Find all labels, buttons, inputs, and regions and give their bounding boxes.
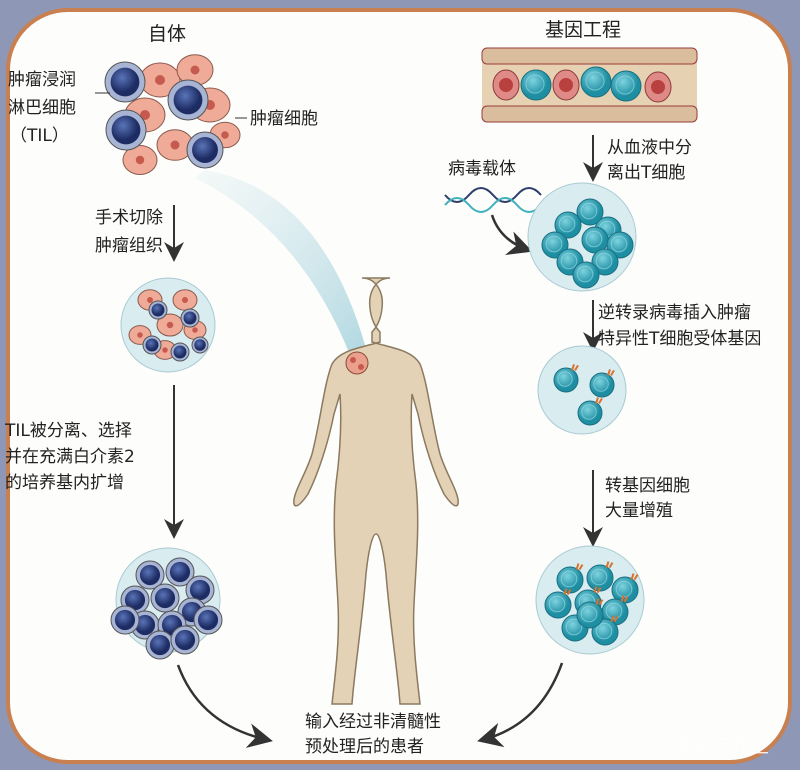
tumor-site bbox=[345, 351, 369, 375]
til-cell bbox=[150, 583, 180, 613]
t-cell bbox=[572, 261, 600, 289]
step-isolate-line2: 离出T细胞 bbox=[607, 163, 685, 183]
arrow-infuse-right bbox=[477, 662, 564, 748]
til-label-line3: （TIL） bbox=[10, 126, 69, 146]
outcome-line2: 预处理后的患者 bbox=[305, 737, 424, 757]
t-cell bbox=[576, 198, 604, 226]
tumor-cell bbox=[172, 289, 198, 311]
human-body bbox=[293, 277, 459, 705]
tumor-fragment-cells bbox=[128, 289, 209, 362]
til-label-line1: 肿瘤浸润 bbox=[8, 70, 76, 90]
tumor-cell-label: 肿瘤细胞 bbox=[250, 109, 318, 129]
outcome-line1: 输入经过非清髓性 bbox=[305, 712, 441, 732]
t-cell bbox=[591, 615, 619, 646]
t-cell bbox=[544, 588, 572, 619]
til-cell bbox=[110, 605, 140, 635]
step-surgery-line2: 肿瘤组织 bbox=[95, 236, 163, 256]
t-cell bbox=[580, 66, 612, 98]
til-cell bbox=[170, 342, 190, 362]
til-cell bbox=[165, 557, 195, 587]
step-transduce-line2: 特异性T细胞受体基因 bbox=[598, 329, 761, 349]
t-cell bbox=[554, 211, 582, 239]
t-cell bbox=[556, 563, 584, 594]
expanded-til-cells bbox=[110, 557, 223, 660]
red-blood-cell bbox=[552, 69, 580, 101]
step-isolate-line1: 从血液中分 bbox=[607, 138, 692, 158]
engineered-title: 基因工程 bbox=[545, 19, 621, 41]
red-blood-cell bbox=[644, 71, 672, 103]
til-cell bbox=[193, 605, 223, 635]
red-blood-cell bbox=[492, 69, 520, 101]
t-cell bbox=[577, 397, 603, 426]
t-cell bbox=[553, 364, 579, 393]
til-cell bbox=[191, 336, 209, 354]
step-til-line1: TIL被分离、选择 bbox=[4, 421, 132, 441]
til-cell bbox=[185, 575, 215, 605]
watermark: @免疫与养生 bbox=[655, 735, 769, 757]
t-cell bbox=[610, 70, 642, 102]
t-cell bbox=[591, 248, 619, 276]
step-transduce-line1: 逆转录病毒插入肿瘤 bbox=[598, 303, 751, 323]
til-cell bbox=[186, 131, 224, 169]
til-cell bbox=[148, 300, 168, 320]
arrow-infuse-left bbox=[176, 664, 273, 748]
til-cell bbox=[142, 335, 162, 355]
tumor-cell bbox=[122, 145, 158, 175]
arrow-vector bbox=[490, 214, 533, 256]
viral-vector-label: 病毒载体 bbox=[448, 159, 516, 179]
tumor-cell bbox=[139, 62, 181, 98]
t-cell bbox=[606, 231, 634, 259]
transduced-tcells bbox=[553, 364, 615, 426]
til-cell bbox=[180, 308, 200, 328]
t-cell bbox=[520, 69, 552, 101]
expanded-tcells bbox=[544, 561, 639, 646]
til-cell bbox=[167, 79, 209, 121]
autologous-title: 自体 bbox=[148, 23, 186, 45]
tumor-cluster bbox=[104, 54, 241, 175]
step-proliferate-line1: 转基因细胞 bbox=[605, 476, 690, 496]
til-cell bbox=[104, 61, 146, 103]
t-cell bbox=[586, 561, 614, 592]
til-label-line2: 淋巴细胞 bbox=[8, 98, 76, 118]
step-til-line3: 的培养基内扩增 bbox=[5, 473, 124, 493]
til-cell bbox=[145, 630, 175, 660]
step-proliferate-line2: 大量增殖 bbox=[605, 501, 673, 521]
dish-transduced-tcells bbox=[537, 345, 627, 435]
tumor-cell bbox=[176, 54, 214, 86]
isolated-tcells bbox=[541, 198, 634, 289]
tumor-cell bbox=[156, 313, 184, 337]
t-cell bbox=[576, 598, 604, 629]
til-cell bbox=[170, 625, 200, 655]
blood-vessel bbox=[481, 47, 698, 123]
til-cell bbox=[105, 109, 147, 151]
t-cell bbox=[589, 369, 615, 398]
light-beam bbox=[195, 170, 365, 355]
step-til-line2: 并在充满白介素2 bbox=[5, 447, 135, 467]
til-cell bbox=[135, 560, 165, 590]
step-surgery-line1: 手术切除 bbox=[95, 208, 163, 228]
t-cell bbox=[541, 231, 569, 259]
dna-helix-icon bbox=[444, 187, 542, 213]
